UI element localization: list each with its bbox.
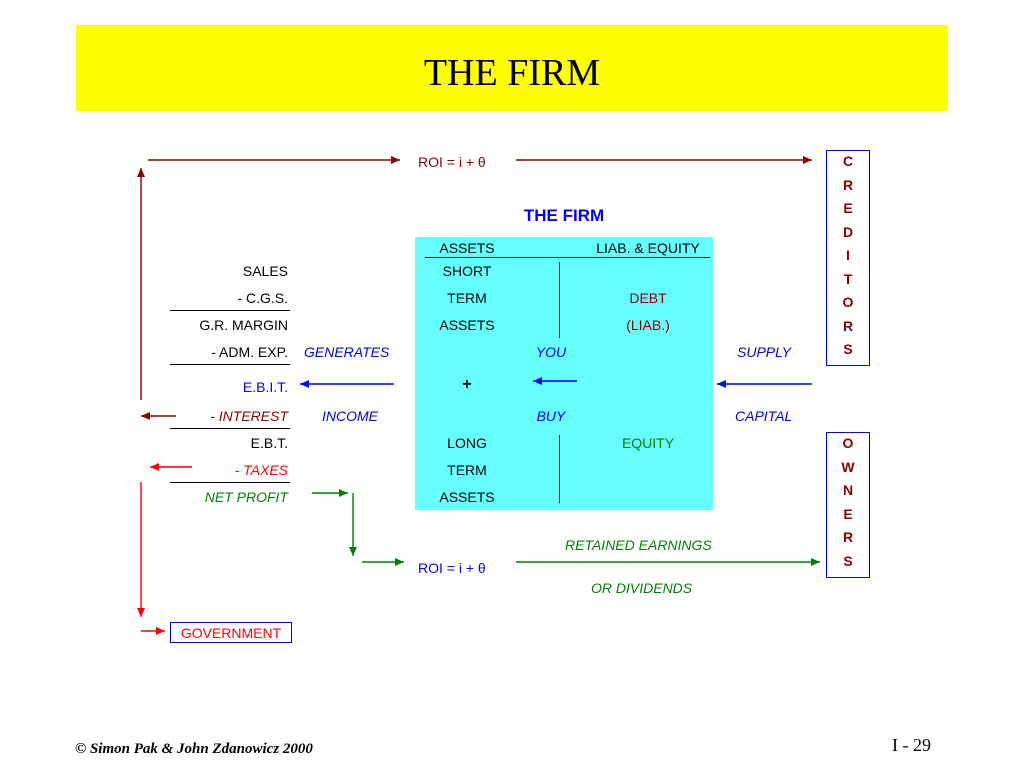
cgs-label: - C.G.S.	[237, 290, 288, 306]
assets-label-1: ASSETS	[439, 317, 495, 333]
creditors-letters-char: D	[842, 223, 854, 240]
adm-exp-label: - ADM. EXP.	[211, 344, 288, 360]
gr-margin-label: G.R. MARGIN	[199, 317, 288, 333]
long-label: LONG	[447, 435, 487, 451]
income-label: INCOME	[322, 408, 378, 424]
firm-divider-bottom	[559, 435, 560, 503]
liab-label: (LIAB.)	[626, 317, 670, 333]
term-label-2: TERM	[447, 462, 487, 478]
owners-letters-char: W	[841, 458, 855, 475]
supply-label: SUPPLY	[737, 344, 791, 360]
ebt-label: E.B.T.	[250, 435, 288, 451]
debt-label: DEBT	[629, 290, 667, 306]
taxes-rule	[170, 482, 290, 483]
firm-header-rule	[425, 257, 710, 258]
col-assets-header: ASSETS	[439, 240, 495, 256]
page-number: I - 29	[892, 735, 931, 755]
term-label-1: TERM	[447, 290, 487, 306]
owners-letters-char: O	[842, 435, 854, 451]
generates-label: GENERATES	[304, 344, 390, 360]
creditors-letters-char: O	[842, 294, 854, 310]
footer-copyright: © Simon Pak & John Zdanowicz 2000	[75, 741, 313, 757]
equity-label: EQUITY	[621, 435, 675, 451]
firm-divider-top	[559, 262, 560, 338]
assets-label-2: ASSETS	[439, 489, 495, 505]
owners-letters-char: E	[843, 505, 853, 522]
cgs-rule	[170, 310, 290, 311]
creditors-letters-char: I	[846, 247, 850, 263]
firm-balance-sheet-box	[415, 237, 713, 510]
title-banner: THE FIRM	[76, 25, 948, 111]
government-box: GOVERNMENT	[170, 622, 292, 643]
capital-label: CAPITAL	[735, 408, 793, 424]
owners-letters-char: R	[842, 529, 854, 545]
buy-label: BUY	[536, 408, 566, 424]
ebit-label: E.B.I.T.	[242, 379, 288, 395]
you-label: YOU	[535, 344, 567, 360]
owners-letters-char: N	[842, 482, 854, 498]
adm-exp-rule	[170, 364, 290, 365]
firm-heading: THE FIRM	[523, 206, 605, 225]
sales-label: SALES	[242, 263, 288, 279]
interest-rule	[170, 428, 290, 429]
government-label: GOVERNMENT	[180, 625, 282, 641]
short-label: SHORT	[442, 263, 492, 279]
col-liab-equity-header: LIAB. & EQUITY	[596, 240, 700, 256]
creditors-letters-char: R	[842, 317, 854, 334]
taxes-label: - TAXES	[234, 462, 288, 478]
creditors-letters-char: C	[842, 153, 854, 169]
creditors-letters-char: S	[843, 341, 853, 357]
interest-label: - INTEREST	[210, 408, 288, 424]
creditors-letters-char: R	[842, 176, 854, 193]
creditors-letters-char: E	[843, 200, 853, 216]
net-profit-label: NET PROFIT	[204, 489, 288, 505]
retained-earnings-label: RETAINED EARNINGS	[565, 537, 712, 553]
roi-bottom-label: ROI = i + θ	[418, 560, 486, 576]
page-title: THE FIRM	[423, 52, 601, 94]
roi-top-label: ROI = i + θ	[418, 154, 486, 170]
or-dividends-label: OR DIVIDENDS	[591, 580, 693, 596]
owners-letters-char: S	[843, 552, 853, 569]
creditors-letters-char: T	[843, 270, 853, 287]
plus-sign: +	[462, 376, 472, 393]
